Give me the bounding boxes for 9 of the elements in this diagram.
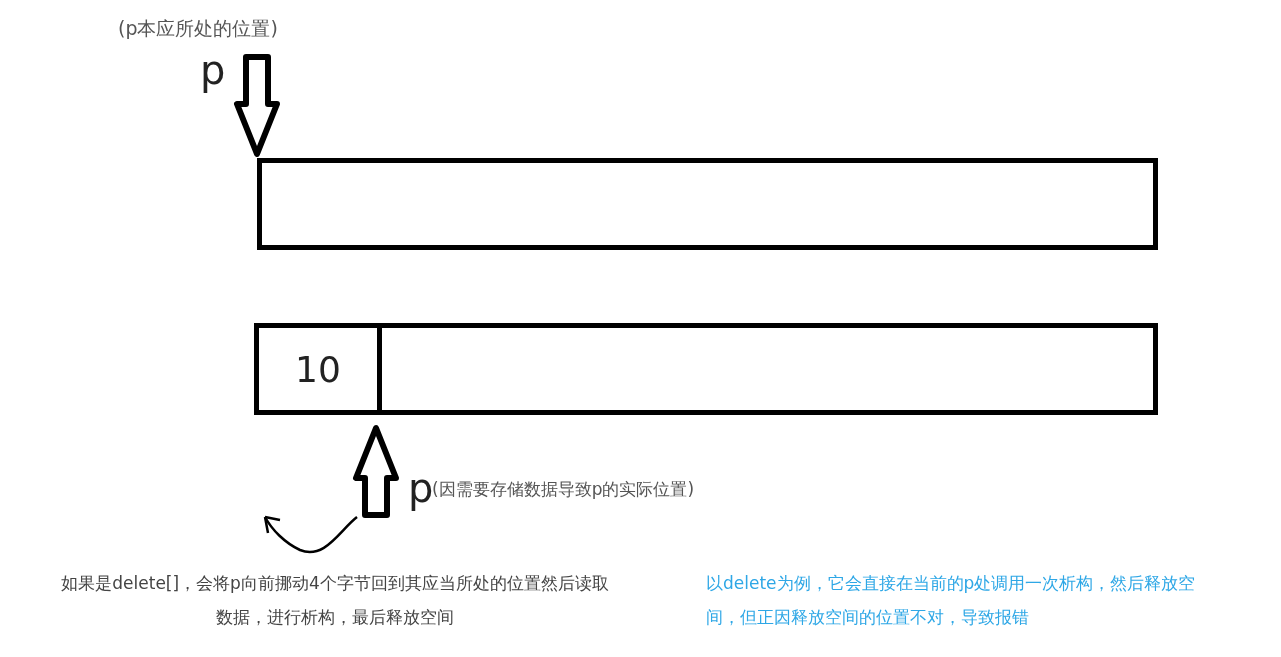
note-text: 以delete为例，它会直接在当前的p处调用一次析构，然后释放空间，但正因释放空间的位置不对，导致报错 xyxy=(706,572,1197,629)
annotation: (p本应所处的位置) xyxy=(118,16,278,41)
memory-cell: 10 xyxy=(259,328,382,410)
memory-block xyxy=(257,158,1158,250)
annotation: (因需要存储数据导致p的实际位置) xyxy=(432,478,695,501)
pointer-arrow xyxy=(353,425,399,518)
memory-block xyxy=(254,323,1158,415)
note-text: 如果是delete[]，会将p向前挪动4个字节回到其应当所处的位置然后读取数据，进行析构，最后释放空间 xyxy=(60,572,610,629)
pointer-arrow xyxy=(234,54,280,157)
